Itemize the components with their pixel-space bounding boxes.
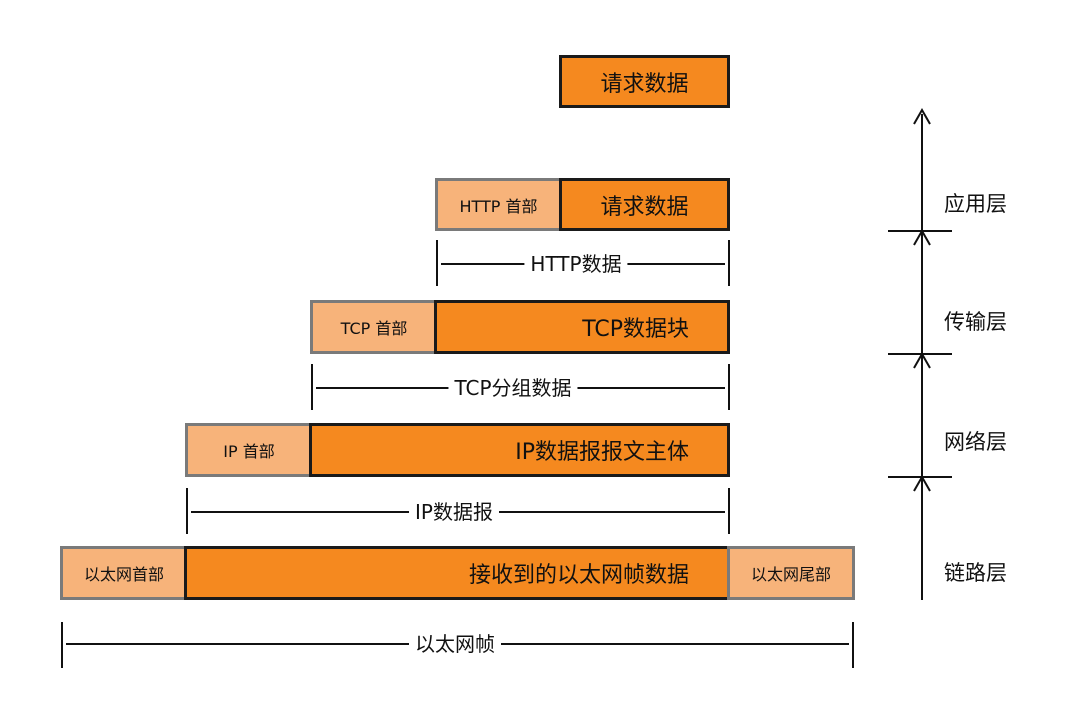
eth-trailer-label: 以太网尾部 xyxy=(750,565,831,584)
http-data-span-label: HTTP数据 xyxy=(524,252,628,276)
layer-label-application: 应用层 xyxy=(944,192,1007,216)
tcp-body-block: TCP数据块 xyxy=(434,300,730,354)
http-header-label: HTTP 首部 xyxy=(459,196,538,216)
layer-label-transport: 传输层 xyxy=(944,310,1007,334)
layer-label-network: 网络层 xyxy=(944,430,1007,454)
eth-body-block: 接收到的以太网帧数据 xyxy=(184,546,730,600)
tcp-header-block: TCP 首部 xyxy=(310,300,438,354)
eth-header-block: 以太网首部 xyxy=(60,546,188,600)
http-body-label: 请求数据 xyxy=(600,194,689,220)
eth-body-label: 接收到的以太网帧数据 xyxy=(468,563,689,588)
arrow-head-transport xyxy=(913,351,931,369)
ip-body-label: IP数据报报文主体 xyxy=(515,440,689,465)
tcp-segment-span-label: TCP分组数据 xyxy=(448,376,578,400)
layer-label-link: 链路层 xyxy=(944,561,1007,585)
ip-header-block: IP 首部 xyxy=(185,423,313,477)
eth-trailer-block: 以太网尾部 xyxy=(727,546,855,600)
ip-header-label: IP 首部 xyxy=(223,442,275,461)
request-data-label: 请求数据 xyxy=(600,71,689,97)
eth-header-label: 以太网首部 xyxy=(83,565,164,584)
arrow-head-network xyxy=(913,474,931,492)
tcp-header-label: TCP 首部 xyxy=(340,319,408,338)
ip-body-block: IP数据报报文主体 xyxy=(309,423,730,477)
ethernet-frame-span-label: 以太网帧 xyxy=(409,632,501,656)
request-data-block: 请求数据 xyxy=(559,55,730,108)
arrow-head-app xyxy=(913,228,931,246)
arrow-head-top xyxy=(913,107,931,125)
tcp-body-label: TCP数据块 xyxy=(582,317,689,342)
http-header-block: HTTP 首部 xyxy=(435,178,562,231)
ip-datagram-span-label: IP数据报 xyxy=(409,500,499,524)
http-body-block: 请求数据 xyxy=(559,178,730,231)
